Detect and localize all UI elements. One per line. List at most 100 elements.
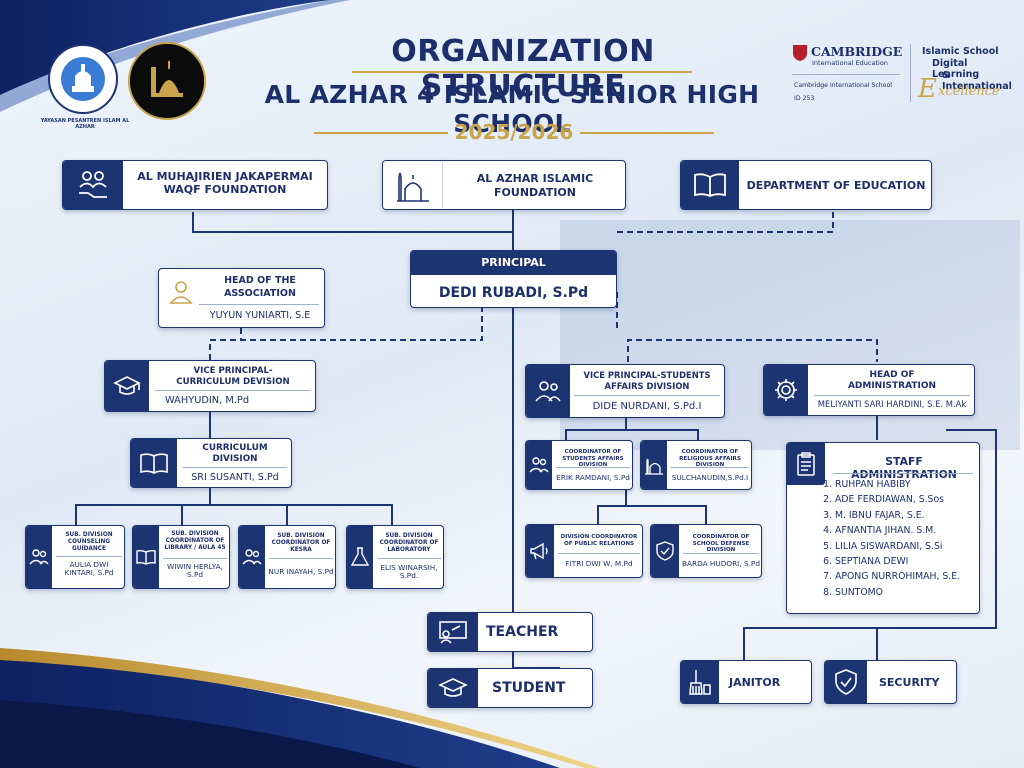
graduation-cap-icon xyxy=(438,678,468,697)
principal-name: DEDI RUBADI, S.Pd xyxy=(438,285,589,301)
subdivision-icon-box xyxy=(347,526,373,588)
year-label: 2025/2026 xyxy=(454,120,574,144)
staff-item: AFNANTIA JIHAN. S.M. xyxy=(835,523,977,538)
vp-students-name: DIDE NURDANI, S.Pd.I xyxy=(592,401,702,412)
coordinator-divider xyxy=(683,553,759,554)
waqf-icon-box xyxy=(63,161,123,209)
subdivision-counseling-box: SUB. DIVISION COUNSELING GUIDANCE AULIA … xyxy=(25,525,125,589)
department-education-box: DEPARTMENT OF EDUCATION xyxy=(680,160,932,210)
principal-role: PRINCIPAL xyxy=(481,256,546,269)
waqf-foundation-box: AL MUHAJIRIEN JAKAPERMAI WAQF FOUNDATION xyxy=(62,160,328,210)
subdivision-name: ELIS WINARSIH, S.Pd. xyxy=(380,563,438,581)
head-admin-box: HEAD OF ADMINISTRATION MELIYANTI SARI HA… xyxy=(763,364,975,416)
curriculum-icon-box xyxy=(131,439,177,487)
vp-students-box: VICE PRINCIPAL-STUDENTS AFFAIRS DIVISION… xyxy=(525,364,725,418)
staff-item: ADE FERDIAWAN, S.Sos xyxy=(835,492,977,507)
excellence-e: E xyxy=(918,74,937,104)
subdivision-name: AULIA DWI KINTARI, S.Pd xyxy=(64,560,114,578)
page-title-line1: ORGANIZATION STRUCTURE xyxy=(391,34,655,104)
subdivision-role: SUB. DIVISION COORDINATOR OF LIBRARY / A… xyxy=(164,531,226,551)
principal-box: PRINCIPAL DEDI RUBADI, S.Pd xyxy=(410,250,617,308)
janitor-label: JANITOR xyxy=(729,676,781,689)
gear-icon xyxy=(775,379,797,401)
subdivision-laboratory-box: SUB. DIVISION COORDINATOR OF LABORATORY … xyxy=(346,525,444,589)
shield-icon xyxy=(656,541,674,561)
subdivision-role: SUB. DIVISION COUNSELING GUIDANCE xyxy=(65,532,113,552)
people-icon xyxy=(29,549,49,565)
security-box: SECURITY xyxy=(824,660,957,704)
subdivision-icon-box xyxy=(26,526,52,588)
subdivision-divider xyxy=(377,558,441,559)
janitor-box: JANITOR xyxy=(680,660,812,704)
dept-icon-box xyxy=(681,161,739,209)
mosque-icon xyxy=(396,172,429,202)
curriculum-name: SRI SUSANTI, S.Pd xyxy=(191,472,279,483)
subdivision-kesra-box: SUB. DIVISION COORDINATOR OF KESRA NUR I… xyxy=(238,525,336,589)
association-role-line1: HEAD OF THE xyxy=(224,275,296,286)
people-icon xyxy=(529,457,549,473)
excellence-line1: Islamic School xyxy=(922,46,999,57)
head-admin-role-line1: HEAD OF xyxy=(869,370,915,380)
subdivision-divider xyxy=(56,556,122,557)
subdivision-name: NUR INAYAH, S.Pd xyxy=(268,567,334,576)
mosque-icon xyxy=(645,458,663,475)
head-admin-name: MELIYANTI SARI HARDINI, S.E. M.Ak xyxy=(817,399,967,409)
user-icon xyxy=(169,281,193,304)
cambridge-divider xyxy=(792,74,900,75)
subdivision-library-box: SUB. DIVISION COORDINATOR OF LIBRARY / A… xyxy=(132,525,230,589)
cambridge-name: CAMBRIDGE xyxy=(811,44,903,59)
coordinator-divider xyxy=(671,467,749,468)
subdivision-divider xyxy=(163,558,227,559)
principal-role-band xyxy=(411,251,616,275)
vp-students-icon-box xyxy=(526,365,570,417)
coordinator-name: BARDA HUDORI, S.Pd xyxy=(682,559,760,568)
staff-item: RUHPAN HABIBY xyxy=(835,477,977,492)
title-gold-divider xyxy=(352,71,692,73)
subdivision-name: WIWIN HERLYA, S.Pd xyxy=(167,562,223,580)
student-label: STUDENT xyxy=(492,680,566,696)
graduation-cap-icon xyxy=(113,376,141,395)
staff-admin-icon-box xyxy=(787,443,825,485)
vp-students-role-line2: AFFAIRS DIVISION xyxy=(604,381,690,391)
shield-check-icon xyxy=(835,669,857,695)
cambridge-logo: CAMBRIDGE International Education Cambri… xyxy=(792,44,904,106)
curriculum-role-line2: DIVISION xyxy=(212,454,258,464)
subdivision-role: SUB. DIVISION COORDINATOR OF LABORATORY xyxy=(379,533,439,553)
vp-curriculum-name: WAHYUDIN, M.Pd xyxy=(165,395,250,406)
excellence-line3: & International xyxy=(942,70,1012,92)
al-azhar-foundation-line1: AL AZHAR ISLAMIC xyxy=(476,172,594,185)
association-divider xyxy=(199,304,319,305)
head-admin-divider xyxy=(814,395,970,396)
staff-item: SUNTOMO xyxy=(835,585,977,600)
clipboard-icon xyxy=(797,452,815,476)
curriculum-division-box: CURRICULUM DIVISION SRI SUSANTI, S.Pd xyxy=(130,438,292,488)
people-icon xyxy=(535,381,561,402)
coordinator-name: FITRI DWI W, M.Pd xyxy=(565,559,633,568)
vp-students-divider xyxy=(574,395,720,396)
coordinator-name: SULCHANUDIN,S.Pd.I xyxy=(671,473,749,482)
book-icon xyxy=(136,549,156,565)
department-education-label: DEPARTMENT OF EDUCATION xyxy=(746,179,926,192)
security-icon-box xyxy=(825,661,867,703)
coordinator-defense-box: COORDINATOR OF SCHOOL DEFENSE DIVISION B… xyxy=(650,524,762,578)
coordinator-role: COORDINATOR OF STUDENTS AFFAIRS DIVISION xyxy=(562,449,624,469)
coordinator-students-box: COORDINATOR OF STUDENTS AFFAIRS DIVISION… xyxy=(525,440,633,490)
people-hand-icon xyxy=(79,171,107,198)
cambridge-id: ID 253 xyxy=(794,95,815,102)
flask-icon xyxy=(351,547,369,566)
coordinator-icon-box xyxy=(526,525,554,577)
vp-curriculum-role-line2: CURRICULUM DEVISION xyxy=(176,377,290,387)
al-azhar-foundation-line2: FOUNDATION xyxy=(494,186,576,199)
teacher-label: TEACHER xyxy=(486,624,559,640)
coordinator-role: DIVISION COORDINATOR OF PUBLIC RELATIONS xyxy=(560,534,638,547)
logo-school xyxy=(128,42,206,120)
head-admin-role-line2: ADMINISTRATION xyxy=(847,381,937,391)
staff-item: M. IBNU FAJAR, S.E. xyxy=(835,508,977,523)
logo-yayasan-text: YAYASAN PESANTREN ISLAM AL AZHAR xyxy=(40,118,130,130)
vertical-divider xyxy=(910,44,911,102)
teacher-box: TEACHER xyxy=(427,612,593,652)
association-role-line2: ASSOCIATION xyxy=(224,288,296,299)
staff-item: APONG NURROHIMAH, S.E. xyxy=(835,569,977,584)
head-admin-icon-box xyxy=(764,365,808,415)
